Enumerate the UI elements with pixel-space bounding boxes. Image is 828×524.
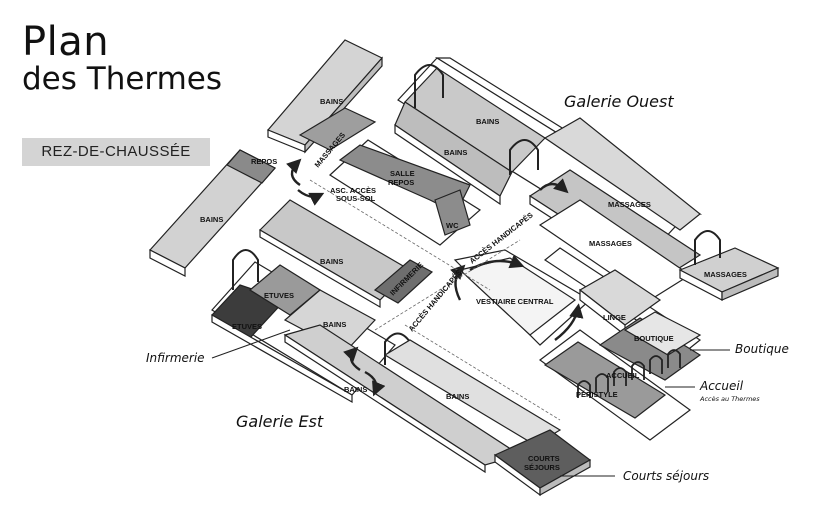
label-linge: LINGE [603, 313, 626, 322]
title-line-1: Plan [22, 19, 110, 65]
label-bains-5: BAINS [320, 257, 343, 266]
title-line-2: des Thermes [22, 61, 223, 97]
label-etuves-2: ETUVES [232, 322, 262, 331]
callout-boutique: Boutique [735, 342, 789, 356]
dotted-paths [309, 179, 561, 421]
callout-courts: Courts séjours [623, 469, 709, 483]
circulation-arrows [286, 158, 584, 397]
callout-accueil-sub: Accès au Thermes [699, 395, 760, 403]
callout-lines [211, 329, 730, 477]
label-bains-7: BAINS [344, 385, 367, 394]
label-bains-4: BAINS [444, 148, 467, 157]
callout-accueil: Accueil [699, 379, 744, 393]
west-gallery-block [394, 57, 780, 353]
callout-infirmerie: Infirmerie [146, 351, 205, 365]
label-boutique: BOUTIQUE [634, 334, 674, 343]
label-asc-1: ASC. ACCÈS [330, 186, 376, 195]
gallery-east-title: Galerie Est [236, 412, 324, 431]
reception-block [538, 311, 702, 441]
label-courts-1: COURTS [528, 454, 560, 463]
label-bains-8: BAINS [446, 392, 469, 401]
label-bains-3: BAINS [476, 117, 499, 126]
label-massages-4: MASSAGES [704, 270, 747, 279]
label-massages-3: MASSAGES [589, 239, 632, 248]
label-etuves-1: ETUVES [264, 291, 294, 300]
reception-arches [577, 349, 681, 398]
label-salle-2: REPOS [388, 178, 414, 187]
label-courts-2: SÉJOURS [524, 463, 560, 472]
label-salle-1: SALLE [390, 169, 415, 178]
label-bains-2: BAINS [200, 215, 223, 224]
label-wc: WC [446, 221, 459, 230]
floor-badge: REZ-DE-CHAUSSÉE [22, 138, 210, 166]
label-bains-1: BAINS [320, 97, 343, 106]
label-bains-6: BAINS [323, 320, 346, 329]
label-repos: REPOS [251, 157, 277, 166]
upper-left-block [149, 39, 383, 277]
label-peristyle: PÉRISTYLE [576, 390, 618, 399]
central-block [259, 139, 662, 346]
page-title: Plan des Thermes [22, 22, 222, 95]
west-arches [414, 64, 721, 265]
label-asc-2: SOUS-SOL [336, 194, 376, 203]
label-accueil: ACCUEIL [606, 371, 640, 380]
label-vestiaire: VESTIAIRE CENTRAL [476, 297, 554, 306]
gallery-west-title: Galerie Ouest [564, 92, 674, 111]
label-massages-2: MASSAGES [608, 200, 651, 209]
